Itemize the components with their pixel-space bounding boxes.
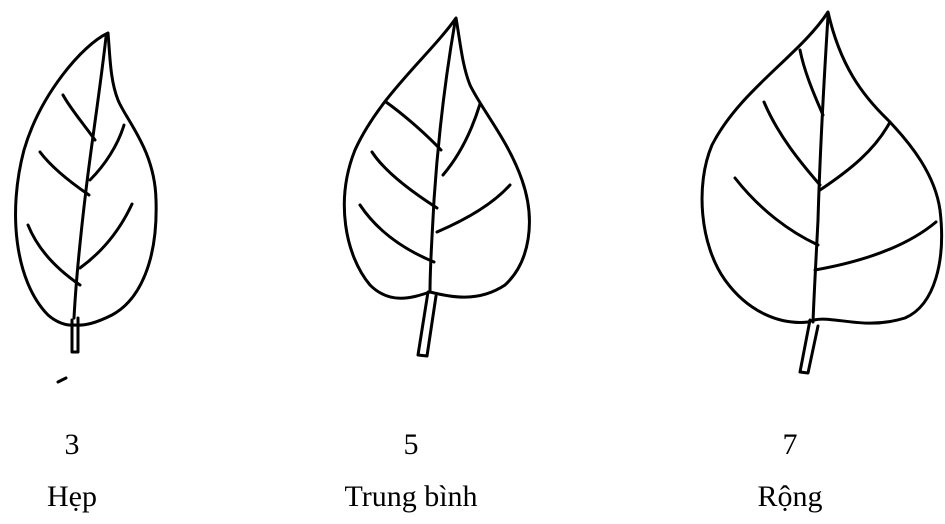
medium-leaf-name: Trung bình <box>311 470 511 524</box>
wide-leaf-vein <box>815 222 936 270</box>
narrow-leaf-label: 3 Hẹp <box>0 420 172 524</box>
wide-leaf-vein <box>764 102 820 185</box>
medium-leaf <box>344 18 529 356</box>
wide-leaf-vein <box>820 122 890 190</box>
medium-leaf-stem <box>418 292 436 356</box>
medium-leaf-score: 5 <box>311 420 511 470</box>
narrow-leaf-name: Hẹp <box>0 470 172 524</box>
wide-leaf-stem <box>800 320 818 373</box>
medium-leaf-label: 5 Trung bình <box>311 420 511 524</box>
medium-leaf-midrib <box>430 22 455 292</box>
narrow-leaf <box>16 33 157 382</box>
narrow-leaf-vein <box>28 225 80 285</box>
leaf-drawings <box>0 0 945 400</box>
leaf-width-illustration <box>0 0 945 400</box>
narrow-leaf-vein <box>63 95 95 140</box>
narrow-leaf-vein <box>90 125 124 180</box>
medium-leaf-vein <box>360 205 434 262</box>
narrow-leaf-midrib <box>74 37 106 318</box>
wide-leaf-name: Rộng <box>690 470 890 524</box>
wide-leaf-label: 7 Rộng <box>690 420 890 524</box>
wide-leaf-score: 7 <box>690 420 890 470</box>
wide-leaf-vein <box>735 178 818 245</box>
wide-leaf-midrib <box>813 16 828 322</box>
wide-leaf <box>702 12 942 373</box>
medium-leaf-vein <box>437 185 510 232</box>
medium-leaf-vein <box>443 104 480 175</box>
narrow-leaf-score: 3 <box>0 420 172 470</box>
wide-leaf-outline <box>702 12 942 323</box>
medium-leaf-vein <box>386 102 441 150</box>
wide-leaf-vein <box>800 50 823 115</box>
narrow-leaf-stem <box>72 318 78 352</box>
narrow-leaf-mark <box>58 378 66 382</box>
narrow-leaf-vein <box>80 204 132 268</box>
medium-leaf-vein <box>372 152 437 208</box>
narrow-leaf-vein <box>40 152 89 195</box>
